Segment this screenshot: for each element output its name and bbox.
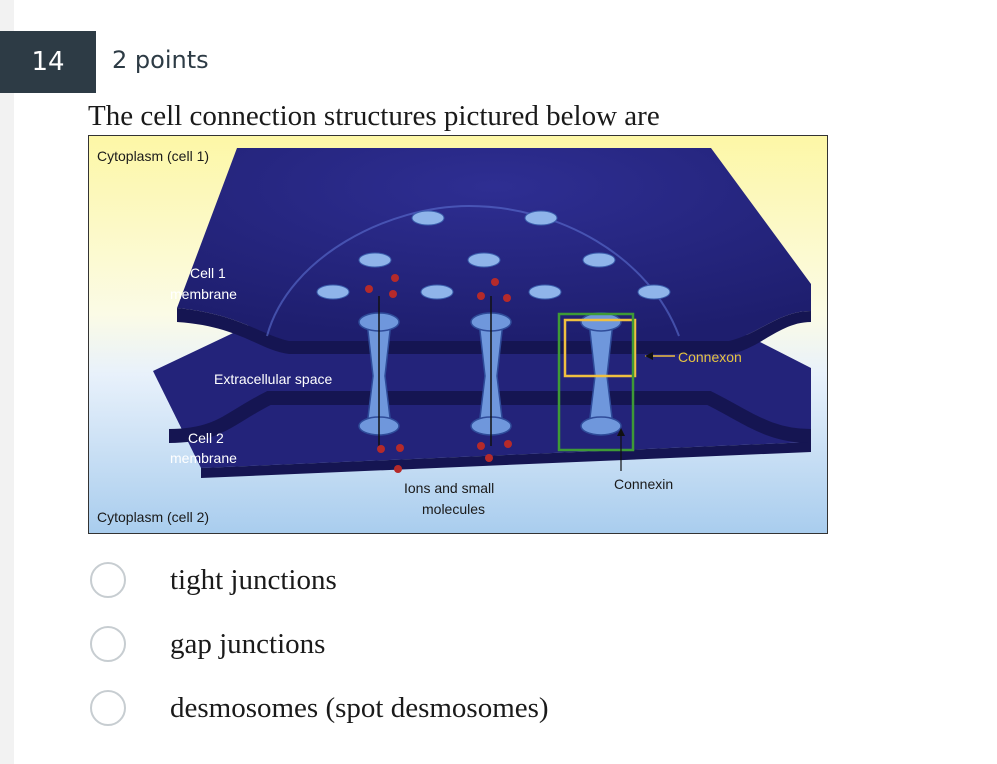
radio-button[interactable] <box>90 626 126 662</box>
label-connexin: Connexin <box>614 476 673 492</box>
connexon-arrowhead <box>645 352 653 360</box>
radio-button[interactable] <box>90 690 126 726</box>
membrane-highlight <box>266 204 680 337</box>
label-cell1-membrane-line2: membrane <box>170 286 237 302</box>
question-text: The cell connection structures pictured … <box>88 100 660 132</box>
connexin-box <box>557 312 635 452</box>
cell2-membrane-edge <box>201 442 811 478</box>
label-cell2-membrane-line2: membrane <box>170 450 237 466</box>
answer-option-label[interactable]: tight junctions <box>170 563 337 596</box>
label-cytoplasm-cell2: Cytoplasm (cell 2) <box>97 509 209 525</box>
label-extracellular-space: Extracellular space <box>214 371 332 387</box>
label-cytoplasm-cell1: Cytoplasm (cell 1) <box>97 148 209 164</box>
answer-option-label[interactable]: desmosomes (spot desmosomes) <box>170 691 549 724</box>
cell1-membrane <box>177 148 811 341</box>
label-ions-line1: Ions and small <box>404 480 494 496</box>
gap-junction-diagram: Cytoplasm (cell 1) Cell 1 membrane Extra… <box>88 135 828 534</box>
question-points: 2 points <box>112 46 209 74</box>
ion-particles <box>365 274 512 473</box>
answer-option-2[interactable]: gap junctions <box>90 624 325 664</box>
radio-button[interactable] <box>90 562 126 598</box>
label-ions-line2: molecules <box>422 501 485 517</box>
connexin-arrowhead <box>617 428 625 436</box>
label-connexon: Connexon <box>678 349 742 365</box>
question-number: 14 <box>0 31 96 93</box>
connexon-box <box>563 318 637 378</box>
connexon-flowers <box>316 210 671 300</box>
label-cell2-membrane-line1: Cell 2 <box>188 430 224 446</box>
answer-option-3[interactable]: desmosomes (spot desmosomes) <box>90 688 549 728</box>
label-cell1-membrane-line1: Cell 1 <box>190 265 226 281</box>
answer-option-label[interactable]: gap junctions <box>170 627 326 660</box>
answer-option-1[interactable]: tight junctions <box>90 560 337 600</box>
channel-1 <box>358 296 400 446</box>
left-rail <box>0 0 14 764</box>
cell1-membrane-edge <box>177 308 811 354</box>
channel-2 <box>470 296 512 446</box>
